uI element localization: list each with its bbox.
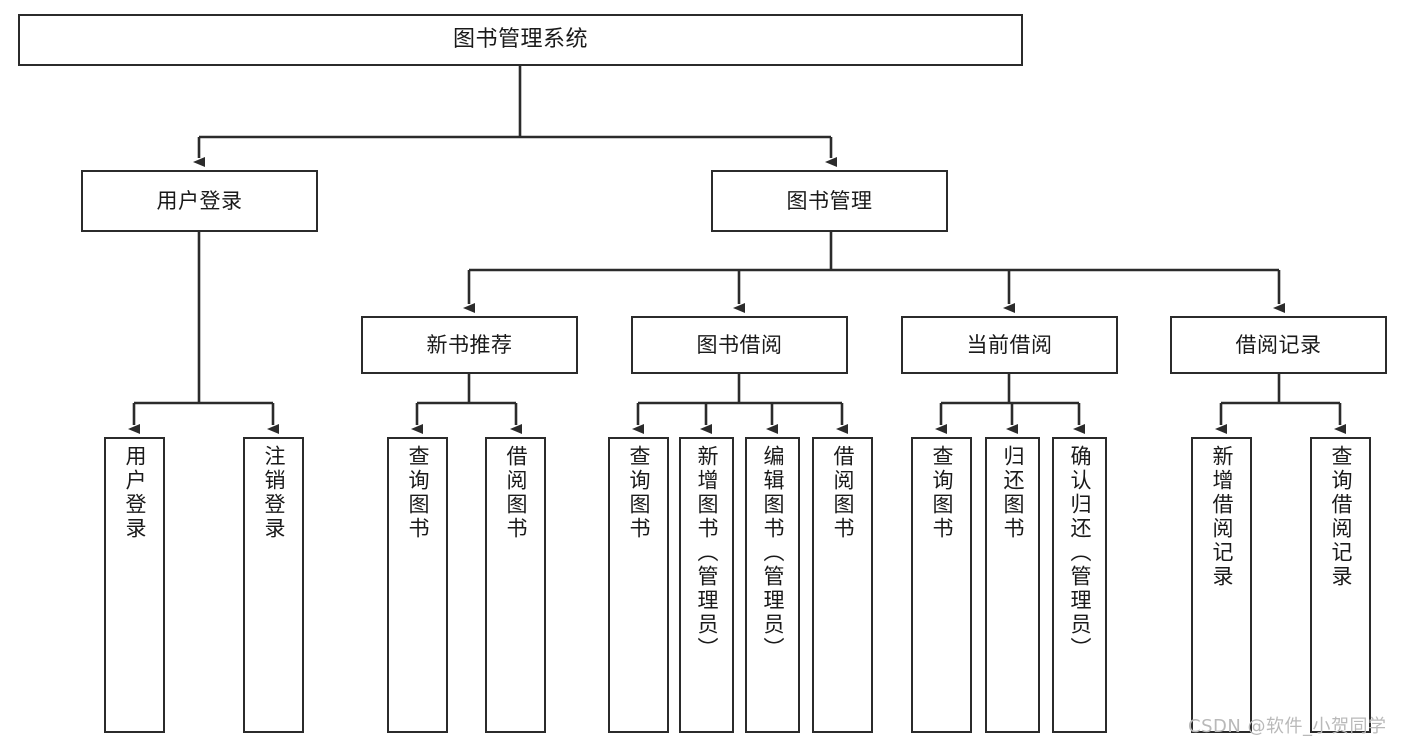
node-leaf-query-book-borrow[interactable]: 查询图书: [608, 437, 669, 733]
node-leaf-logout-label: 注销登录: [262, 445, 286, 541]
node-new-book-rec-label: 新书推荐: [426, 332, 513, 357]
user-login-to-leaves-connectors: [128, 232, 279, 434]
node-leaf-return-book-label: 归还图书: [1001, 445, 1025, 541]
node-leaf-confirm-return-admin[interactable]: 确认归还（管理员）: [1052, 437, 1107, 733]
node-leaf-query-book-rec[interactable]: 查询图书: [387, 437, 448, 733]
node-book-borrow[interactable]: 图书借阅: [631, 316, 848, 374]
node-leaf-borrow-book-rec[interactable]: 借阅图书: [485, 437, 546, 733]
root-to-level2-connectors: [193, 66, 837, 167]
node-leaf-query-book-rec-label: 查询图书: [406, 445, 430, 541]
node-root[interactable]: 图书管理系统: [18, 14, 1023, 66]
new-book-rec-to-leaves-connectors: [411, 374, 522, 434]
node-book-manage-label: 图书管理: [786, 188, 873, 213]
node-current-borrow[interactable]: 当前借阅: [901, 316, 1118, 374]
node-borrow-record[interactable]: 借阅记录: [1170, 316, 1387, 374]
node-leaf-borrow-book-rec-label: 借阅图书: [504, 445, 528, 541]
node-book-manage[interactable]: 图书管理: [711, 170, 948, 232]
current-borrow-to-leaves-connectors: [935, 374, 1085, 434]
node-leaf-add-book-admin-label: 新增图书（管理员）: [695, 445, 719, 661]
node-book-borrow-label: 图书借阅: [696, 332, 783, 357]
csdn-watermark: CSDN @软件_小贺同学: [1188, 716, 1387, 737]
node-leaf-query-book-borrow-label: 查询图书: [627, 445, 651, 541]
book-manage-to-level3-connectors: [463, 232, 1285, 313]
node-user-login-label: 用户登录: [156, 188, 243, 213]
node-current-borrow-label: 当前借阅: [966, 332, 1053, 357]
node-leaf-query-book-cur-label: 查询图书: [930, 445, 954, 541]
book-borrow-to-leaves-connectors: [632, 374, 848, 434]
node-leaf-add-borrow-record-label: 新增借阅记录: [1210, 445, 1234, 589]
node-leaf-add-borrow-record[interactable]: 新增借阅记录: [1191, 437, 1252, 733]
node-leaf-return-book[interactable]: 归还图书: [985, 437, 1040, 733]
node-leaf-query-book-cur[interactable]: 查询图书: [911, 437, 972, 733]
node-leaf-user-login[interactable]: 用户登录: [104, 437, 165, 733]
node-leaf-user-login-label: 用户登录: [123, 445, 147, 541]
node-leaf-edit-book-admin[interactable]: 编辑图书（管理员）: [745, 437, 800, 733]
node-leaf-borrow-book[interactable]: 借阅图书: [812, 437, 873, 733]
node-new-book-rec[interactable]: 新书推荐: [361, 316, 578, 374]
node-borrow-record-label: 借阅记录: [1235, 332, 1322, 357]
node-leaf-edit-book-admin-label: 编辑图书（管理员）: [761, 445, 785, 661]
node-leaf-confirm-return-admin-label: 确认归还（管理员）: [1068, 445, 1092, 661]
node-user-login[interactable]: 用户登录: [81, 170, 318, 232]
borrow-record-to-leaves-connectors: [1215, 374, 1346, 434]
node-leaf-query-borrow-record-label: 查询借阅记录: [1329, 445, 1353, 589]
node-leaf-add-book-admin[interactable]: 新增图书（管理员）: [679, 437, 734, 733]
node-leaf-query-borrow-record[interactable]: 查询借阅记录: [1310, 437, 1371, 733]
node-root-label: 图书管理系统: [452, 27, 588, 53]
node-leaf-borrow-book-label: 借阅图书: [831, 445, 855, 541]
node-leaf-logout[interactable]: 注销登录: [243, 437, 304, 733]
